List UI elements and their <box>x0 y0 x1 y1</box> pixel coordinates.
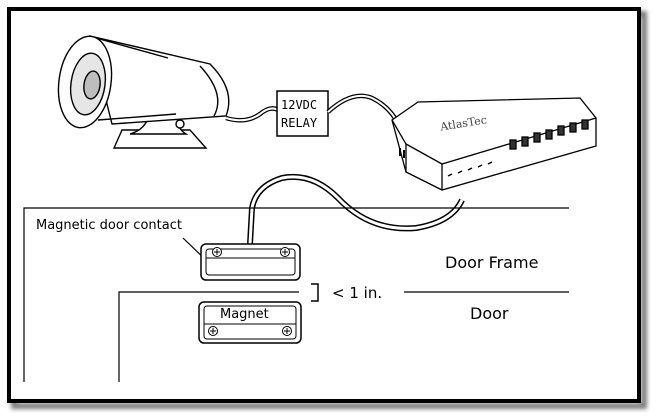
screw-icon <box>282 326 292 336</box>
relay-cable-core <box>327 94 401 129</box>
magnet-label: Magnet <box>220 307 269 322</box>
siren-cable-core <box>225 107 282 122</box>
magnet-block <box>198 301 302 344</box>
screw-icon <box>212 247 222 257</box>
door-label: Door <box>470 304 509 323</box>
gap-bracket <box>311 283 319 302</box>
door-contact-sensor <box>200 243 301 281</box>
relay-label-line2: RELAY <box>281 116 318 130</box>
door-outline-left <box>118 291 299 382</box>
contact-label: Magnetic door contact <box>36 218 182 233</box>
relay-label-line1: 12VDC <box>281 98 318 112</box>
relay-box <box>276 90 329 137</box>
door-frame-label: Door Frame <box>445 253 539 272</box>
gap-label: < 1 in. <box>332 284 383 302</box>
siren-icon <box>57 35 230 149</box>
screw-icon <box>208 326 218 336</box>
controller-icon <box>391 97 597 191</box>
door-frame-outline <box>23 207 569 382</box>
contact-cable-core <box>248 175 464 245</box>
screw-icon <box>280 247 290 257</box>
